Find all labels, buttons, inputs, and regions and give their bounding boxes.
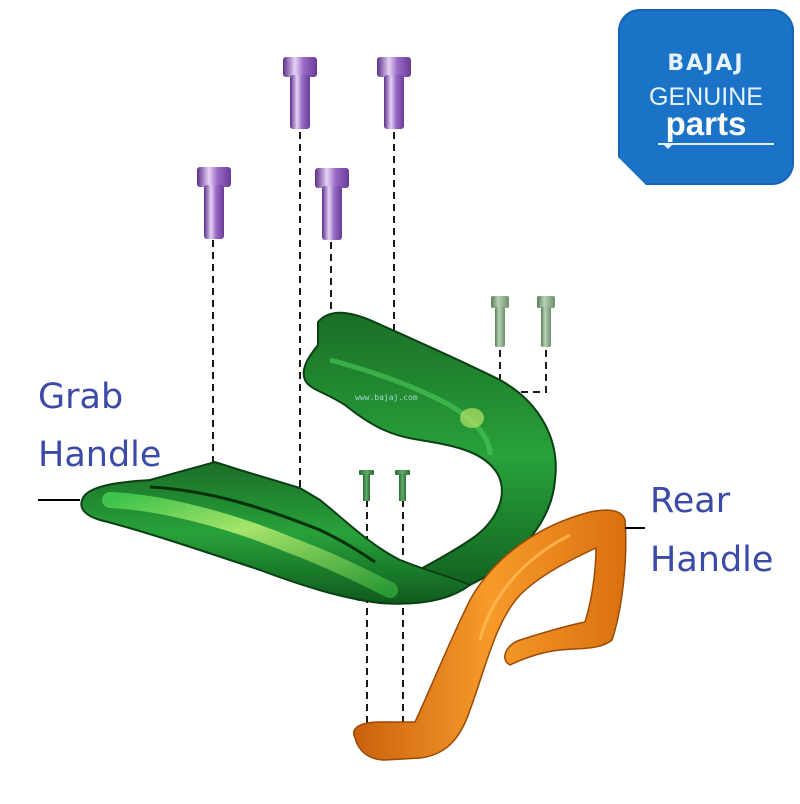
rear-handle-label-line2: Handle (650, 540, 774, 580)
logo-parts: parts (665, 105, 747, 142)
medium-bolts (491, 296, 555, 347)
rear-handle-label-line1: Rear (650, 481, 731, 521)
bolt-icon (395, 470, 410, 501)
grab-handle-label-line1: Grab (38, 377, 124, 417)
logo-brand: BAJAJ (667, 51, 745, 76)
bolt-icon (491, 296, 509, 347)
rear-handle-part (353, 509, 627, 761)
bolt-icon (283, 57, 317, 129)
logo-tick-icon (662, 143, 674, 149)
logo-genuine: GENUINE (649, 83, 763, 111)
bolt-icon (197, 167, 231, 239)
logo-corner-cut (618, 157, 646, 185)
watermark: www.bajaj.com (355, 393, 418, 402)
large-bolts (197, 57, 411, 240)
bolt-icon (377, 57, 411, 129)
bolt-icon (359, 470, 374, 501)
small-bolts (359, 470, 410, 501)
grab-handle-part (80, 311, 557, 605)
grab-handle-label-line2: Handle (38, 435, 162, 475)
bolt-icon (537, 296, 555, 347)
logo-underline (658, 143, 774, 145)
bajaj-genuine-parts-logo: BAJAJ GENUINE parts (618, 9, 794, 185)
bolt-icon (315, 168, 349, 240)
